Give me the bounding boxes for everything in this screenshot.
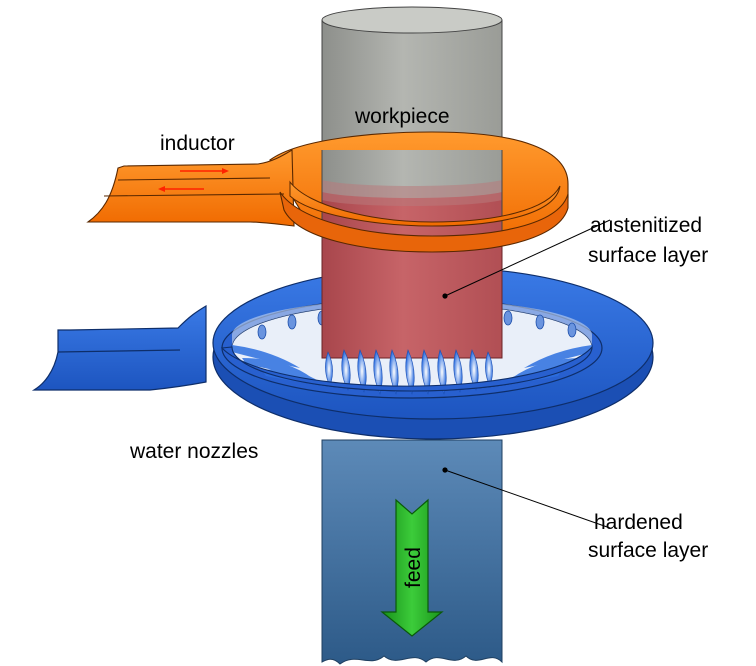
austenitized-label-line2: surface layer [588, 244, 708, 267]
water-spray [325, 349, 493, 395]
inductor-front [86, 149, 569, 253]
water-nozzles-label: water nozzles [129, 440, 258, 463]
feed-label: feed [402, 547, 425, 588]
nozzle-ring-front [220, 345, 593, 392]
workpiece-label: workpiece [354, 105, 450, 128]
workpiece-in-coil [321, 150, 503, 240]
current-arrows [158, 168, 229, 192]
inductor-label: inductor [160, 132, 235, 155]
hardened-label-line2: surface layer [588, 539, 708, 562]
leader-lines [442, 219, 611, 529]
feed-arrow-icon [380, 498, 444, 637]
austenitized-label-line1: austenitized [590, 214, 702, 237]
hardened-label-line1: hardened [594, 511, 683, 534]
